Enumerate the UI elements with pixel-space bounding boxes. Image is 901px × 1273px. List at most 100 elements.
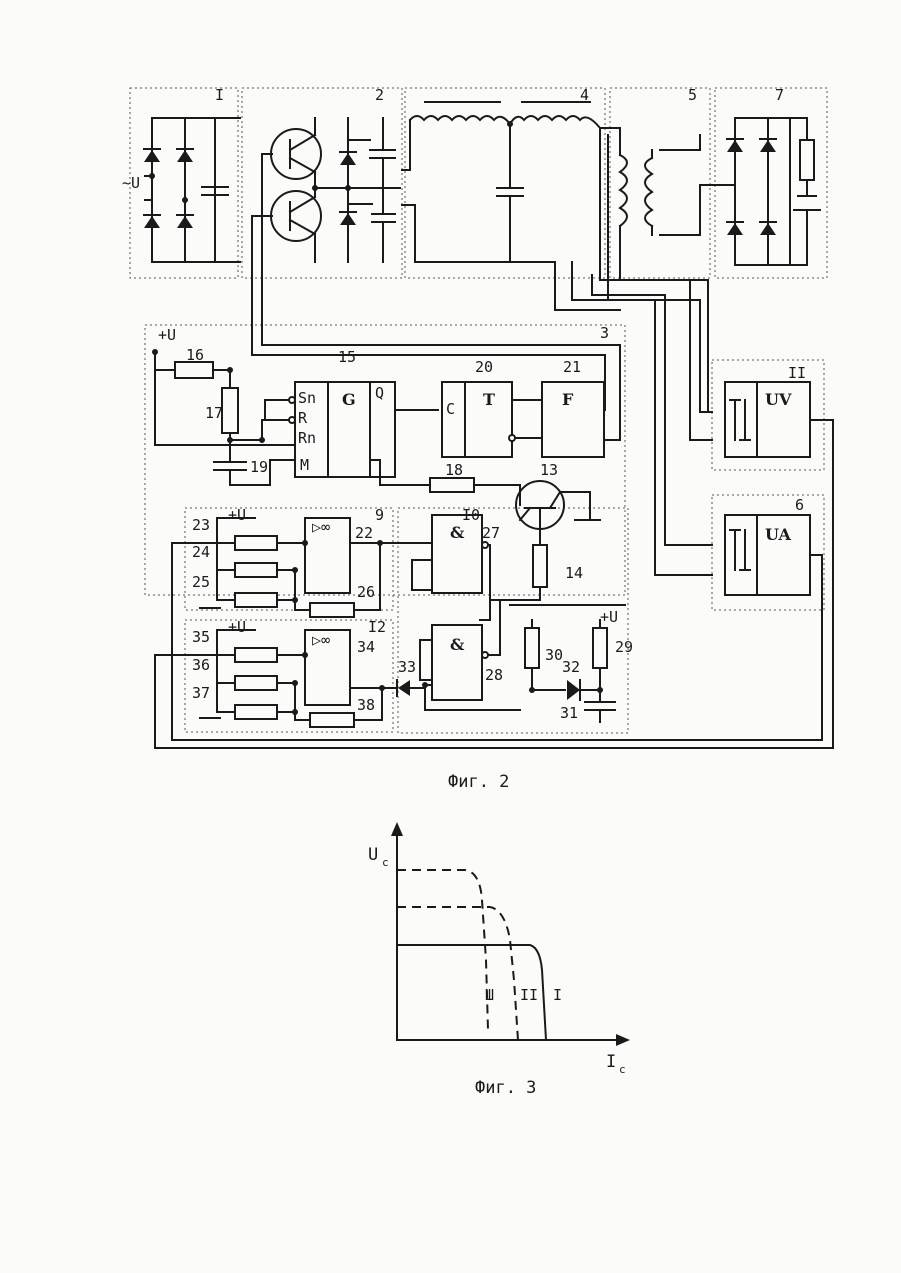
diode: [144, 215, 160, 228]
figure-2-schematic: I 2 4 5 7 ~U 3 +U 16 15 20 21 17 19 18 1…: [122, 86, 833, 792]
label-c: C: [446, 400, 455, 418]
resistor-38: [310, 713, 354, 727]
label-block-7: 7: [775, 86, 784, 104]
x-axis-subscript: c: [619, 1063, 626, 1076]
label-32: 32: [562, 658, 580, 676]
label-uv: UV: [765, 390, 792, 409]
block-4-filter: [402, 102, 620, 310]
label-block-1: I: [215, 86, 224, 104]
block-i-rectifier: [144, 118, 240, 262]
diode: [760, 222, 776, 235]
diode-33: [397, 680, 410, 696]
label-10: I0: [462, 506, 480, 524]
curve-label-i: I: [553, 986, 562, 1004]
label-block-11: II: [788, 364, 806, 382]
label-f: F: [562, 390, 574, 409]
label-plus-u-3: +U: [228, 618, 246, 636]
label-rn: Rn: [298, 429, 316, 447]
curve-label-ii: II: [520, 986, 538, 1004]
label-block-5: 5: [688, 86, 697, 104]
label-34: 34: [357, 638, 375, 656]
resistor-17: [222, 388, 238, 433]
label-plus-u-2: +U: [228, 506, 246, 524]
block-5-transformer: [600, 128, 720, 300]
diode: [340, 212, 356, 225]
label-26: 26: [357, 583, 375, 601]
label-12: I2: [368, 618, 386, 636]
label-ac-input: ~U: [122, 174, 140, 192]
block-10-logic: [382, 515, 625, 722]
resistor-16: [175, 362, 213, 378]
label-14: 14: [565, 564, 583, 582]
label-23: 23: [192, 516, 210, 534]
label-19: 19: [250, 458, 268, 476]
label-q: Q: [375, 384, 384, 402]
label-33: 33: [398, 658, 416, 676]
label-opamp-12: ▷∞: [312, 631, 330, 649]
chip-t: [442, 382, 512, 457]
label-21: 21: [563, 358, 581, 376]
diode: [340, 152, 356, 165]
label-18: 18: [445, 461, 463, 479]
figure-3-caption: Фиг. 3: [475, 1078, 536, 1098]
label-17: 17: [205, 404, 223, 422]
resistor-30: [525, 628, 539, 668]
label-27: 27: [482, 524, 500, 542]
diode: [177, 149, 193, 162]
label-and-28: &: [450, 635, 465, 654]
block-2-inverter: [252, 118, 400, 355]
label-plus-u-4: +U: [600, 608, 618, 626]
resistor-14: [533, 545, 547, 587]
figure-3-graph: U c I c Ш II I Фиг. 3: [368, 822, 630, 1098]
label-15: 15: [338, 348, 356, 366]
label-24: 24: [192, 543, 210, 561]
label-22: 22: [355, 524, 373, 542]
label-20: 20: [475, 358, 493, 376]
label-29: 29: [615, 638, 633, 656]
label-38: 38: [357, 696, 375, 714]
y-axis-label: U: [368, 845, 378, 865]
label-9: 9: [375, 506, 384, 524]
label-t: T: [483, 390, 495, 409]
label-block-3: 3: [600, 324, 609, 342]
label-and-10: &: [450, 523, 465, 542]
resistor-26: [310, 603, 354, 617]
label-16: 16: [186, 346, 204, 364]
resistor-18: [430, 478, 474, 492]
diode: [177, 215, 193, 228]
label-37: 37: [192, 684, 210, 702]
label-g: G: [342, 390, 356, 409]
label-plus-u-1: +U: [158, 326, 176, 344]
curve-ii: [397, 907, 518, 1040]
y-axis-arrow: [391, 822, 403, 836]
x-axis-label: I: [606, 1052, 616, 1072]
label-block-2: 2: [375, 86, 384, 104]
label-28: 28: [485, 666, 503, 684]
label-sn: Sn: [298, 389, 316, 407]
label-block-6: 6: [795, 496, 804, 514]
x-axis-arrow: [616, 1034, 630, 1046]
label-block-4: 4: [580, 86, 589, 104]
resistor-29: [593, 628, 607, 668]
diode-32: [567, 680, 580, 700]
curve-iii: [397, 870, 488, 1030]
diode: [727, 222, 743, 235]
label-opamp-9: ▷∞: [312, 518, 330, 536]
label-36: 36: [192, 656, 210, 674]
block-7-output: [720, 118, 820, 265]
label-25: 25: [192, 573, 210, 591]
label-35: 35: [192, 628, 210, 646]
diode: [727, 139, 743, 152]
label-31: 31: [560, 704, 578, 722]
label-13: 13: [540, 461, 558, 479]
label-m: M: [300, 456, 309, 474]
diode: [144, 149, 160, 162]
label-r: R: [298, 409, 308, 427]
curve-label-iii: Ш: [485, 986, 494, 1004]
label-ua: UA: [765, 525, 791, 544]
diode: [760, 139, 776, 152]
label-30: 30: [545, 646, 563, 664]
load-resistor: [800, 140, 814, 180]
figure-2-caption: Фиг. 2: [448, 772, 509, 792]
